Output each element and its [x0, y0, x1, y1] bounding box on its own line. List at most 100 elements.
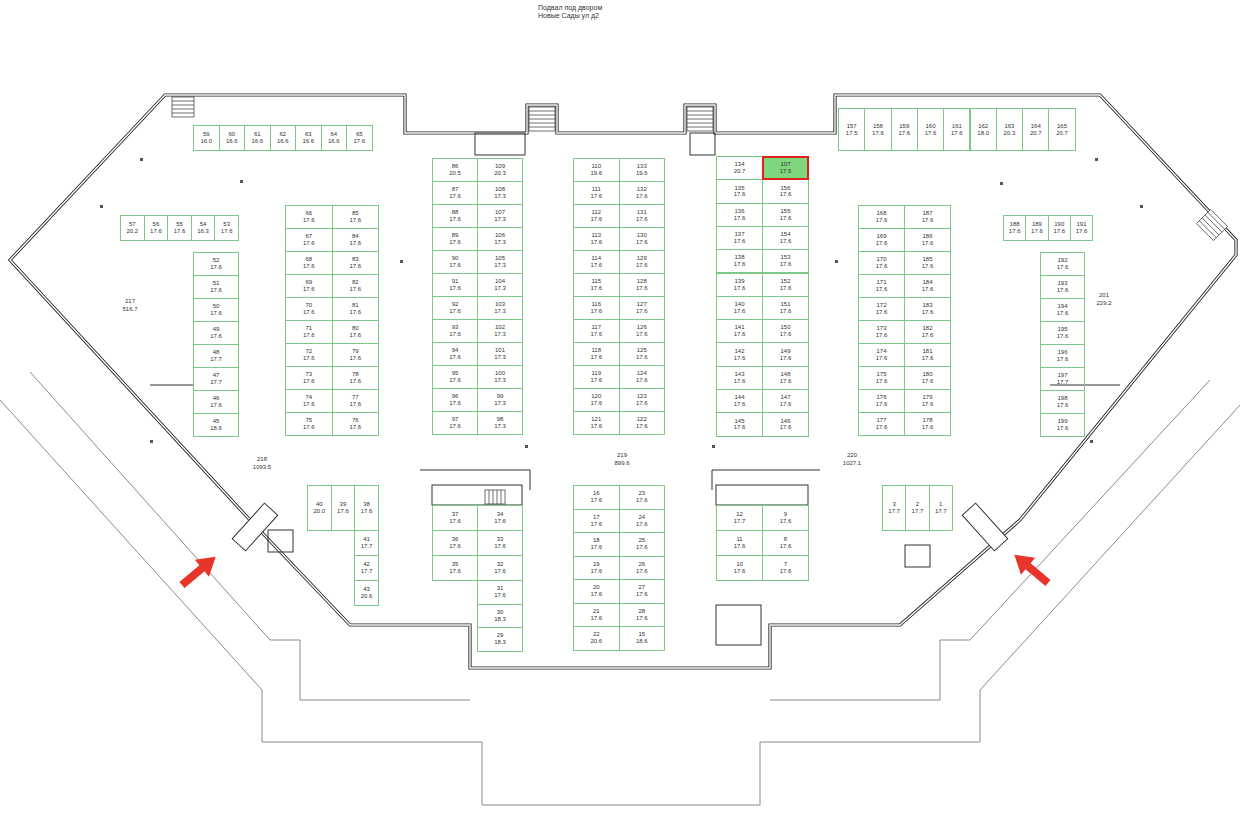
space-number: 172	[876, 302, 886, 309]
space-area: 17.6	[449, 193, 461, 200]
space-area: 17.6	[590, 568, 602, 575]
stair-steps	[1199, 212, 1224, 237]
parking-space: 12017.6	[573, 388, 620, 412]
space-area: 17.6	[590, 591, 602, 598]
space-area: 17.6	[210, 310, 222, 317]
space-area: 17.7	[888, 508, 900, 515]
space-area: 18.6	[636, 638, 648, 645]
space-area: 20.6	[361, 593, 373, 600]
space-area: 17.6	[303, 309, 315, 316]
space-area: 17.6	[636, 216, 648, 223]
parking-space: 6016.6	[219, 125, 246, 151]
space-number: 175	[876, 371, 886, 378]
space-area: 17.6	[636, 262, 648, 269]
space-area: 17.6	[734, 568, 746, 575]
space-area: 17.6	[590, 400, 602, 407]
parking-space: 16117.6	[943, 108, 970, 151]
space-number: 65	[356, 131, 363, 138]
parking-space: 3717.6	[432, 505, 478, 531]
space-area: 17.6	[876, 286, 888, 293]
stair-well	[687, 107, 713, 131]
parking-space: 18217.6	[904, 320, 951, 344]
parking-space: 3317.6	[477, 530, 523, 556]
space-area: 17.6	[636, 354, 648, 361]
parking-space: 4020.0	[307, 485, 332, 531]
space-number: 116	[591, 301, 601, 308]
space-number: 61	[254, 131, 261, 138]
parking-space: 8417.6	[332, 228, 380, 252]
room-label: 220	[846, 452, 858, 458]
space-area: 20.2	[126, 228, 138, 235]
parking-space: 16218.0	[970, 108, 997, 151]
room-label: 1093.5	[252, 464, 272, 470]
space-number: 162	[978, 123, 988, 130]
parking-space: 13717.6	[716, 226, 763, 250]
parking-space: 6617.6	[285, 205, 333, 229]
space-area: 17.6	[734, 331, 746, 338]
parking-space: 16520.7	[1048, 108, 1075, 151]
parking-space: 2017.6	[573, 579, 620, 604]
space-area: 17.3	[494, 239, 506, 246]
space-area: 17.6	[494, 568, 506, 575]
space-area: 17.7	[734, 518, 746, 525]
space-number: 113	[591, 232, 601, 239]
parking-space: 18117.6	[904, 343, 951, 367]
space-number: 186	[922, 233, 932, 240]
space-area: 17.3	[494, 354, 506, 361]
space-area: 17.6	[349, 286, 361, 293]
space-area: 17.3	[494, 262, 506, 269]
space-number: 82	[352, 279, 359, 286]
parking-space: 11517.6	[573, 273, 620, 297]
space-area: 17.6	[494, 518, 506, 525]
space-number: 114	[591, 255, 601, 262]
space-area: 19.6	[590, 170, 602, 177]
space-area: 17.6	[349, 263, 361, 270]
parking-space: 15117.6	[762, 296, 809, 320]
parking-space: 8817.6	[432, 204, 478, 228]
space-area: 17.6	[449, 354, 461, 361]
space-number: 112	[591, 209, 601, 216]
space-area: 17.6	[876, 309, 888, 316]
space-number: 93	[452, 324, 459, 331]
selected-parking-space: 10717.5	[762, 156, 809, 180]
space-number: 124	[637, 370, 647, 377]
parking-space: 19817.6	[1040, 390, 1085, 414]
space-area: 17.6	[922, 332, 934, 339]
space-area: 17.6	[590, 544, 602, 551]
space-number: 163	[1004, 123, 1014, 130]
stair-steps	[687, 111, 713, 127]
parking-space: 14217.6	[716, 342, 763, 366]
space-area: 17.6	[590, 354, 602, 361]
space-number: 39	[340, 501, 347, 508]
space-area: 17.6	[449, 239, 461, 246]
space-number: 98	[497, 416, 504, 423]
space-area: 17.6	[951, 130, 963, 137]
space-number: 151	[780, 301, 790, 308]
column	[1095, 158, 1098, 161]
space-area: 16.6	[251, 138, 263, 145]
space-number: 140	[734, 301, 744, 308]
parking-space: 6817.6	[285, 251, 333, 275]
parking-space: 13017.6	[619, 227, 666, 251]
parking-space: 19317.6	[1040, 275, 1085, 299]
space-number: 107	[780, 161, 790, 168]
space-area: 17.7	[210, 356, 222, 363]
space-number: 46	[213, 395, 220, 402]
parking-space: 3217.6	[477, 555, 523, 581]
parking-space: 2717.6	[619, 579, 666, 604]
space-number: 106	[495, 232, 505, 239]
space-number: 193	[1057, 280, 1067, 287]
space-number: 90	[452, 255, 459, 262]
space-area: 17.6	[780, 285, 792, 292]
parking-space: 10217.3	[477, 319, 523, 343]
space-number: 55	[176, 221, 183, 228]
space-number: 115	[591, 278, 601, 285]
parking-space: 8517.6	[332, 205, 380, 229]
parking-space: 3617.6	[432, 530, 478, 556]
space-area: 17.6	[636, 521, 648, 528]
space-area: 17.6	[449, 285, 461, 292]
parking-space: 7417.6	[285, 389, 333, 413]
space-number: 36	[452, 536, 459, 543]
parking-space: 14317.6	[716, 366, 763, 390]
